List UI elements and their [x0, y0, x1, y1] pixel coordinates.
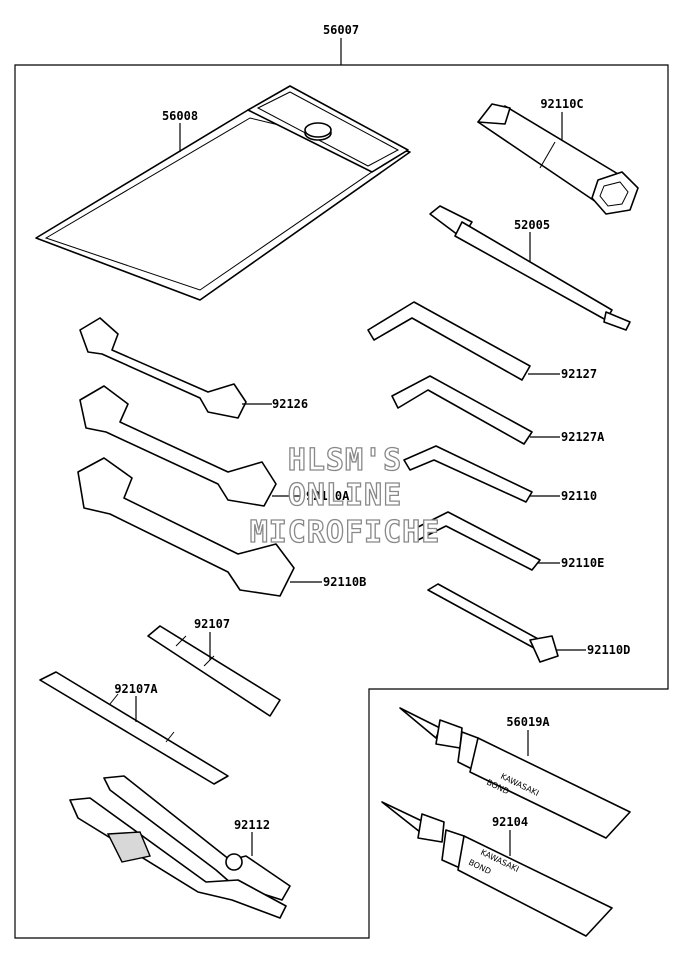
watermark-line-1: HLSM'S	[288, 443, 402, 478]
wrench-92110b-label: 92110B	[323, 575, 366, 589]
watermark-line-3: MICROFICHE	[250, 515, 441, 550]
assembly-label: 56007	[323, 23, 359, 37]
assembly-frame	[14, 64, 669, 939]
screwdriver-bit-label: 92107	[194, 617, 230, 631]
pliers-label: 92112	[234, 818, 270, 832]
screwdriver-grip-illustration	[39, 671, 229, 785]
hex-wrench-92110-label: 92110	[561, 489, 597, 503]
screwdriver-bit-illustration	[147, 625, 281, 717]
spoke-wrench-illustration	[427, 583, 559, 663]
screwdriver-handle-label: 52005	[514, 218, 550, 232]
hex-wrench-92110-illustration	[403, 445, 533, 503]
spoke-wrench-label: 92110D	[587, 643, 630, 657]
watermark: HLSM'S ONLINE MICROFICHE	[249, 442, 441, 550]
bag-label: 56008	[162, 109, 198, 123]
tool-bag-illustration	[35, 85, 411, 301]
wrench-92110a-illustration	[79, 385, 277, 507]
bond-tube-2-label: 92104	[492, 815, 528, 829]
hex-wrench-92127-label: 92127	[561, 367, 597, 381]
bond-tube-1-illustration: KAWASAKI BOND	[399, 707, 631, 839]
wrench-92126-illustration	[79, 317, 247, 419]
hex-wrench-92110e-label: 92110E	[561, 556, 604, 570]
wrench-92110a-label: 92110A	[306, 489, 350, 503]
socket-wrench-label: 92110C	[540, 97, 583, 111]
bond-tube-2-illustration: KAWASAKI BOND	[381, 801, 613, 937]
wrench-92126-label: 92126	[272, 397, 308, 411]
watermark-line-2: ONLINE	[288, 478, 402, 513]
screwdriver-grip-label: 92107A	[114, 682, 158, 696]
screwdriver-handle-illustration	[429, 205, 631, 331]
pliers-illustration	[69, 775, 291, 919]
wrench-92110b-illustration	[77, 457, 295, 597]
hex-wrench-92127-illustration	[367, 301, 531, 381]
hex-wrench-92127a-label: 92127A	[561, 430, 605, 444]
bond-tube-1-label: 56019A	[506, 715, 550, 729]
hex-wrench-92127a-illustration	[391, 375, 533, 445]
socket-wrench-illustration	[477, 103, 639, 215]
hex-wrench-92110e-illustration	[411, 511, 541, 571]
